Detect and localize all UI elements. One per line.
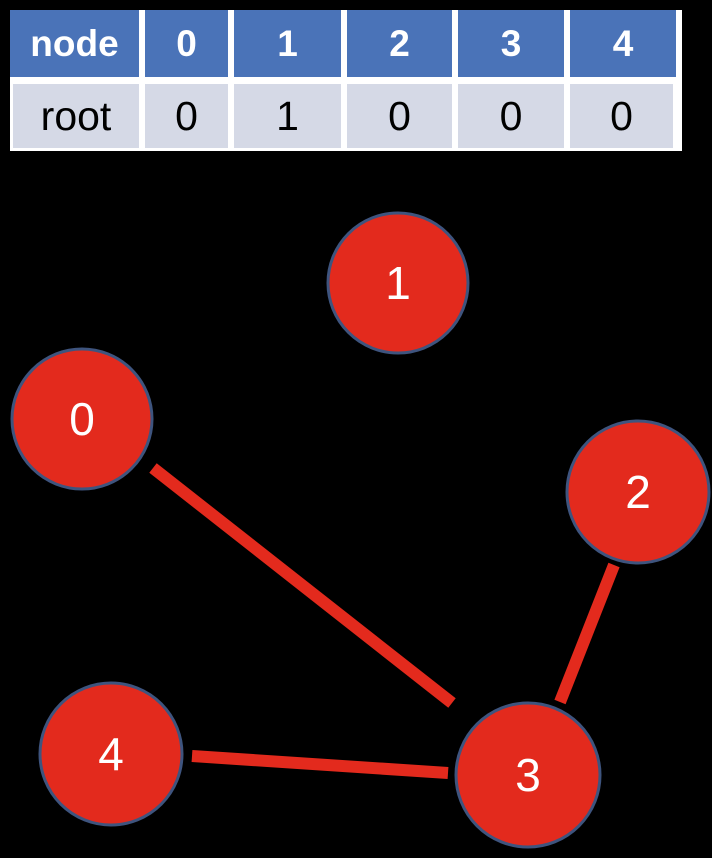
graph-node-label-2: 2 — [625, 466, 651, 518]
graph-edge-4-3 — [191, 750, 449, 779]
graph-node-2: 2 — [565, 419, 711, 565]
table-header-3: 3 — [458, 10, 564, 77]
graph-node-circle-1 — [326, 211, 470, 355]
table-header-4: 4 — [570, 10, 676, 77]
root-table-grid: node 0 1 2 3 4 root 0 1 0 0 0 — [10, 10, 682, 148]
table-header-2: 2 — [347, 10, 452, 77]
graph-node-circle-4 — [38, 681, 184, 827]
graph-node-label-1: 1 — [385, 257, 411, 309]
table-cell-root-1: 1 — [234, 84, 341, 148]
table-header-1: 1 — [234, 10, 341, 77]
table-cell-root-label: root — [10, 84, 139, 148]
graph-node-4: 4 — [38, 681, 184, 827]
table-header-node: node — [10, 10, 139, 77]
table-cell-root-4: 0 — [570, 84, 676, 148]
graph-node-label-0: 0 — [69, 393, 95, 445]
table-cell-root-3: 0 — [458, 84, 564, 148]
graph-node-0: 0 — [10, 347, 154, 491]
graph-node-circle-2 — [565, 419, 711, 565]
graph-edge-2-3 — [554, 562, 620, 705]
graph-node-label-4: 4 — [98, 728, 124, 780]
graph-node-circle-0 — [10, 347, 154, 491]
graph-node-1: 1 — [326, 211, 470, 355]
root-table: node 0 1 2 3 4 root 0 1 0 0 0 — [10, 10, 682, 151]
table-cell-root-0: 0 — [145, 84, 228, 148]
graph-edge-0-3 — [149, 463, 456, 708]
table-cell-root-2: 0 — [347, 84, 452, 148]
table-header-0: 0 — [145, 10, 228, 77]
graph-node-label-3: 3 — [515, 749, 541, 801]
graph-node-3: 3 — [454, 701, 602, 849]
graph-node-circle-3 — [454, 701, 602, 849]
